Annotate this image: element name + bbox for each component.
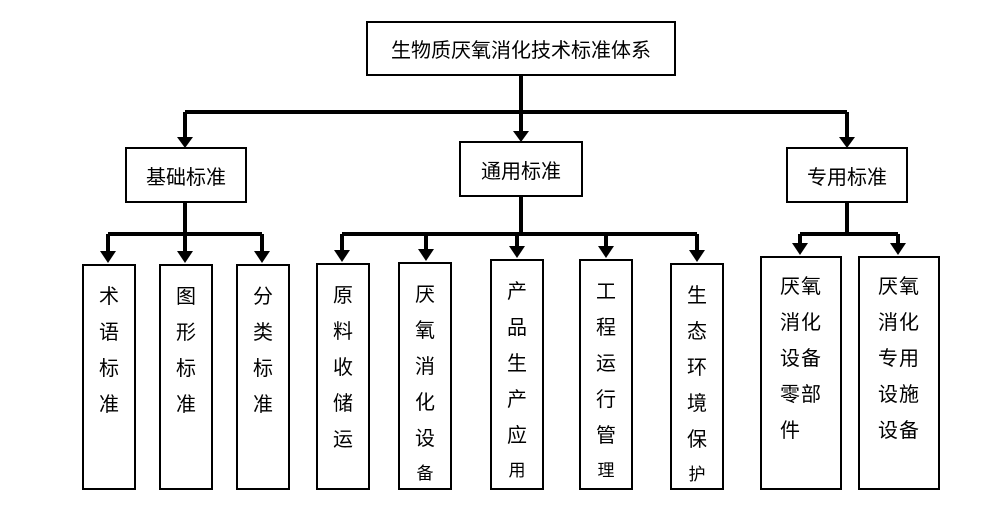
leaf-char: 标 bbox=[253, 356, 273, 380]
leaf-label: 厌氧消化设备零部件 bbox=[780, 274, 822, 442]
leaf-char: 语 bbox=[99, 320, 119, 344]
leaf-char: 设 bbox=[415, 426, 435, 450]
leaf-char: 行 bbox=[596, 387, 616, 411]
leaf-ecological-protection: 生态环境保护生态环境保护 bbox=[670, 263, 724, 490]
leaf-char: 备 bbox=[416, 464, 434, 484]
leaf-terminology-standard: 术语标准术语标准 bbox=[82, 264, 136, 490]
category-label: 专用标准 bbox=[807, 164, 887, 189]
leaf-char: 工 bbox=[596, 279, 616, 303]
leaf-char: 原 bbox=[333, 283, 353, 307]
leaf-label-vertical: 生态环境保护 bbox=[687, 277, 707, 493]
leaf-char: 准 bbox=[99, 392, 119, 416]
leaf-char: 类 bbox=[253, 320, 273, 344]
leaf-label-vertical: 术语标准 bbox=[99, 278, 119, 422]
leaf-engineering-operation: 工程运行管理工程运行管理 bbox=[579, 259, 633, 490]
leaf-char: 标 bbox=[176, 356, 196, 380]
leaf-char: 料 bbox=[333, 319, 353, 343]
leaf-char: 生 bbox=[687, 283, 707, 307]
leaf-label-vertical: 厌氧消化设备 bbox=[415, 276, 435, 492]
leaf-graphic-standard: 图形标准图形标准 bbox=[159, 264, 213, 490]
leaf-char: 产 bbox=[507, 279, 527, 303]
leaf-char: 形 bbox=[176, 320, 196, 344]
leaf-feedstock-logistics: 原料收储运原料收储运 bbox=[316, 263, 370, 490]
leaf-char: 运 bbox=[596, 351, 616, 375]
leaf-product-application: 产品生产应用产品生产应用 bbox=[490, 259, 544, 490]
category-special-standards: 专用标准 bbox=[786, 147, 908, 203]
leaf-char: 程 bbox=[596, 315, 616, 339]
leaf-char: 境 bbox=[687, 391, 707, 415]
category-label: 通用标准 bbox=[481, 158, 561, 183]
leaf-char: 管 bbox=[596, 423, 616, 447]
category-label: 基础标准 bbox=[146, 164, 226, 189]
leaf-char: 图 bbox=[176, 284, 196, 308]
leaf-char: 应 bbox=[507, 423, 527, 447]
leaf-label: 厌氧消化专用设施设备 bbox=[878, 274, 920, 442]
leaf-digestion-equipment-parts: 厌氧消化设备零部件 bbox=[760, 256, 842, 490]
leaf-char: 标 bbox=[99, 356, 119, 380]
leaf-anaerobic-digestion-equipment: 厌氧消化设备厌氧消化设备 bbox=[398, 262, 452, 490]
leaf-char: 储 bbox=[333, 391, 353, 415]
leaf-char: 用 bbox=[508, 461, 526, 481]
leaf-char: 厌 bbox=[415, 282, 435, 306]
leaf-char: 环 bbox=[687, 355, 707, 379]
leaf-char: 产 bbox=[507, 387, 527, 411]
leaf-label-vertical: 图形标准 bbox=[176, 278, 196, 422]
leaf-label-vertical: 工程运行管理 bbox=[596, 273, 616, 489]
leaf-char: 准 bbox=[253, 392, 273, 416]
category-general-standards: 通用标准 bbox=[459, 141, 583, 197]
leaf-char: 护 bbox=[688, 465, 706, 485]
leaf-char: 理 bbox=[597, 461, 615, 481]
leaf-char: 保 bbox=[687, 427, 707, 451]
leaf-char: 生 bbox=[507, 351, 527, 375]
leaf-char: 分 bbox=[253, 284, 273, 308]
root-node: 生物质厌氧消化技术标准体系 bbox=[366, 21, 676, 76]
leaf-char: 准 bbox=[176, 392, 196, 416]
root-label: 生物质厌氧消化技术标准体系 bbox=[391, 38, 651, 62]
leaf-char: 收 bbox=[333, 355, 353, 379]
leaf-classification-standard: 分类标准分类标准 bbox=[236, 264, 290, 490]
leaf-char: 术 bbox=[99, 284, 119, 308]
leaf-char: 运 bbox=[333, 427, 353, 451]
leaf-char: 化 bbox=[415, 390, 435, 414]
leaf-label-vertical: 原料收储运 bbox=[333, 277, 353, 457]
leaf-char: 氧 bbox=[415, 318, 435, 342]
category-basic-standards: 基础标准 bbox=[125, 147, 247, 203]
leaf-char: 消 bbox=[415, 354, 435, 378]
leaf-char: 态 bbox=[687, 319, 707, 343]
leaf-digestion-special-facilities: 厌氧消化专用设施设备 bbox=[858, 256, 940, 490]
leaf-char: 品 bbox=[507, 315, 527, 339]
leaf-label-vertical: 产品生产应用 bbox=[507, 273, 527, 489]
leaf-label-vertical: 分类标准 bbox=[253, 278, 273, 422]
